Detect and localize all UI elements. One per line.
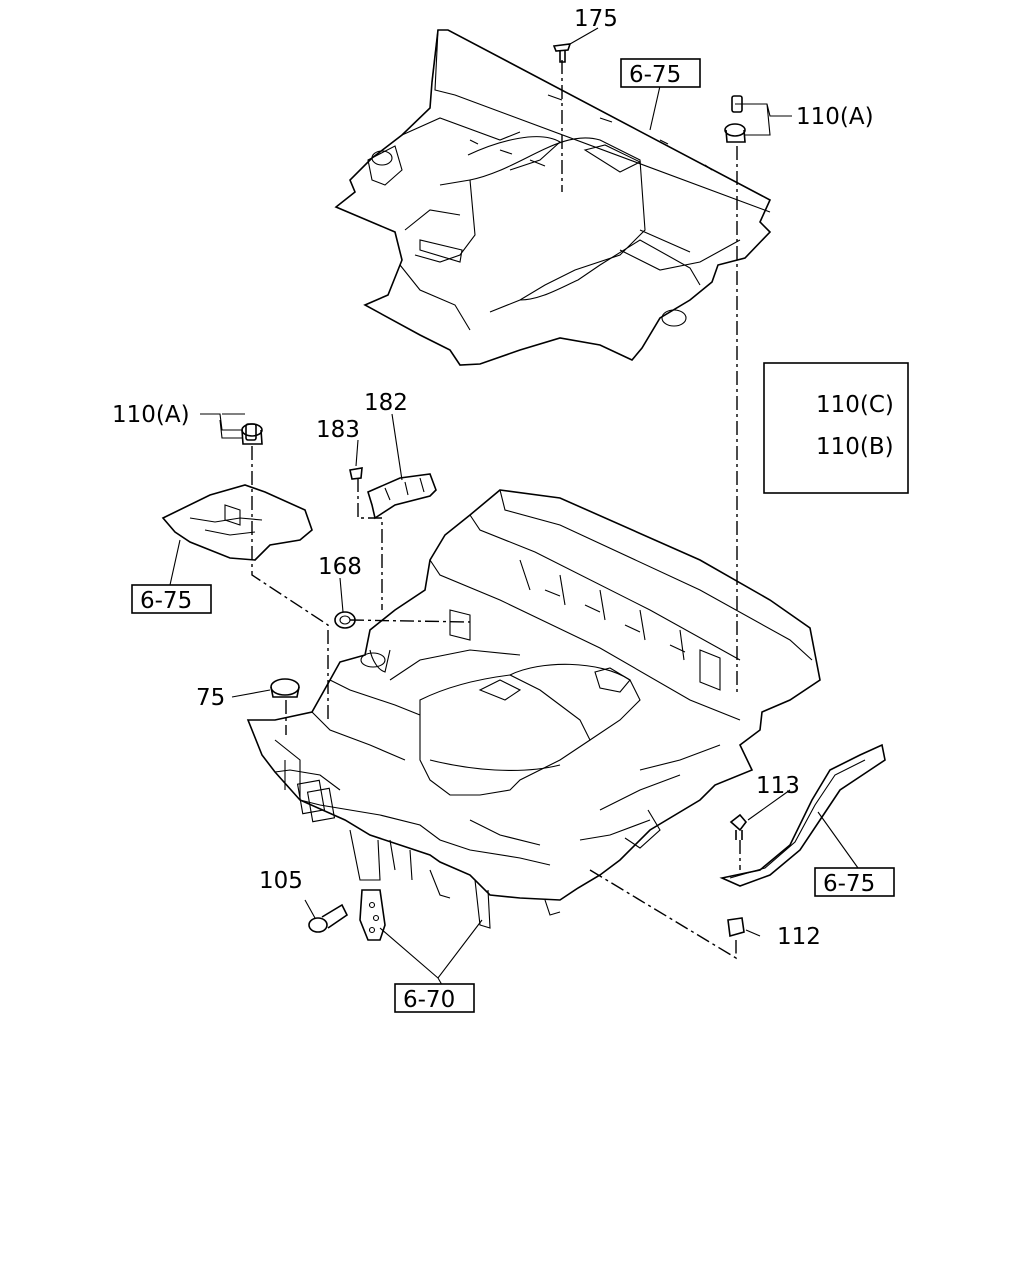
- label-ref-top: 6-75: [629, 62, 681, 88]
- floor-frame-assembly: [246, 489, 821, 929]
- nut-112: [727, 917, 745, 938]
- ref-box-left: [131, 584, 212, 614]
- screw-113: [729, 813, 748, 840]
- bracket-182: [367, 473, 437, 520]
- fastener-183: [349, 467, 363, 480]
- label-113: 113: [756, 773, 800, 799]
- fastener-110a-top: [724, 95, 746, 143]
- label-105: 105: [259, 868, 303, 894]
- fastener-175: [552, 43, 572, 63]
- bracket-6-70: [359, 889, 386, 941]
- label-ref-right: 6-75: [823, 871, 875, 897]
- label-ref-left: 6-75: [140, 588, 192, 614]
- label-110a-top: 110(A): [796, 104, 874, 130]
- step-panel: [719, 743, 886, 887]
- label-110a-left: 110(A): [112, 402, 190, 428]
- ref-box-right: [814, 867, 895, 897]
- label-112: 112: [777, 924, 821, 950]
- ref-box-bottom: [394, 983, 475, 1013]
- label-110b: 110(B): [816, 434, 894, 460]
- fastener-110a-left: [241, 423, 263, 445]
- label-175: 175: [574, 6, 618, 32]
- rear-floor-panel: [334, 29, 772, 366]
- bolt-105: [308, 903, 349, 933]
- label-110c: 110(C): [816, 392, 894, 418]
- label-183: 183: [316, 417, 360, 443]
- fastener-legend-box: [763, 362, 909, 494]
- label-75: 75: [196, 685, 225, 711]
- center-lines: [251, 60, 741, 960]
- grommet-75: [270, 678, 300, 698]
- ref-box-top: [620, 58, 701, 88]
- insulator-panel: [161, 484, 313, 561]
- label-168: 168: [318, 554, 362, 580]
- label-ref-bottom: 6-70: [403, 987, 455, 1013]
- label-182: 182: [364, 390, 408, 416]
